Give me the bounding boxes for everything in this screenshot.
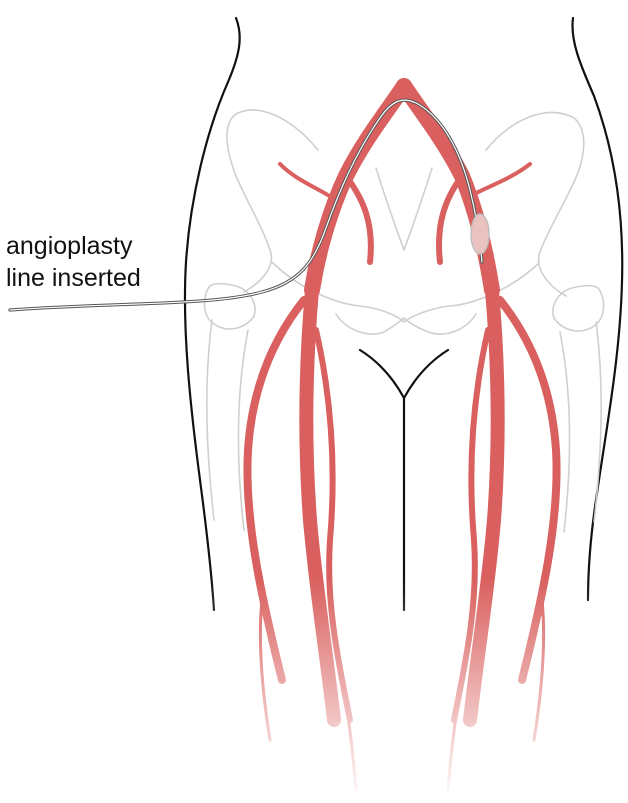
catheter-label: angioplasty line inserted [6,230,141,294]
catheter-label-line-2: line inserted [6,262,141,294]
catheter-label-line-1: angioplasty [6,230,141,262]
